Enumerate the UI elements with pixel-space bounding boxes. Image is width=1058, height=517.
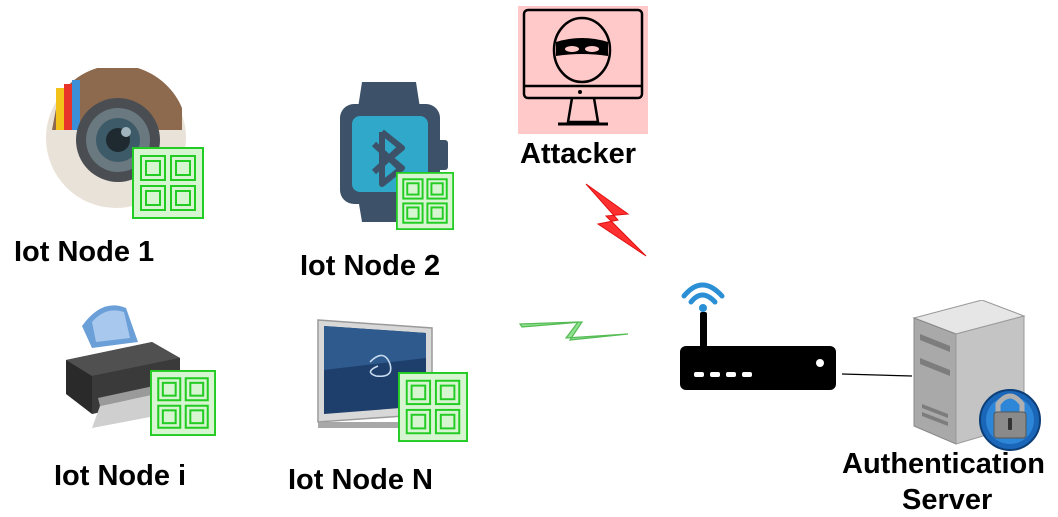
attacker-label: Attacker [520,138,637,170]
chip-icon [150,370,216,436]
attacker[interactable] [518,6,648,134]
iot-node-2[interactable] [336,82,460,232]
chip-icon [398,372,468,442]
attack-bolt-icon [585,183,647,257]
chip-icon [132,147,204,219]
iot-node-1-label: Iot Node 1 [14,236,155,268]
locked-server-icon [912,300,1041,451]
wifi-router[interactable] [676,268,840,392]
hacker-monitor-icon [518,6,648,134]
chip-icon [396,172,454,230]
iot-node-2-label: Iot Node 2 [300,250,441,282]
legit-wireless-link-icon [518,321,629,341]
wifi-router-icon [680,282,836,390]
server-label-line1: Authentication [842,448,1045,480]
iot-node-1[interactable] [42,68,212,220]
iot-node-n-label: Iot Node N [288,464,433,496]
iot-node-i[interactable] [62,302,218,440]
iot-node-i-label: Iot Node i [54,460,187,492]
server-label-line2: Server [902,484,993,516]
router-server-link [841,373,913,377]
iot-node-n[interactable] [314,318,470,444]
authentication-server[interactable] [912,300,1046,452]
